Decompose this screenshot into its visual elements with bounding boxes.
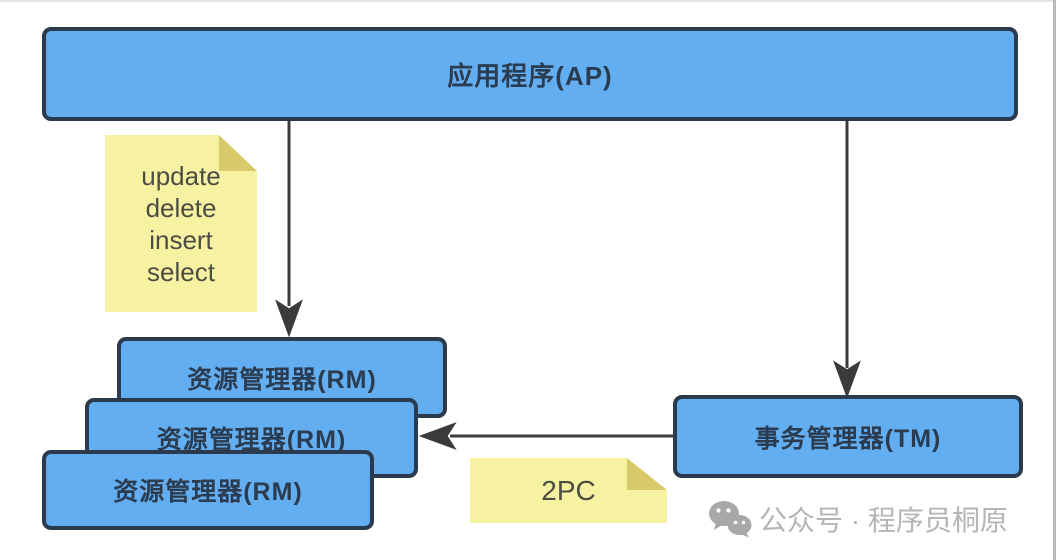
sql-note: update delete insert select <box>105 135 257 312</box>
note-fold-corner <box>219 135 257 171</box>
screen-edge-top <box>0 0 1056 2</box>
ap-box: 应用程序(AP) <box>42 27 1018 121</box>
sql-note-line: insert <box>149 224 213 255</box>
watermark: 公众号 · 程序员桐原 <box>708 498 1018 540</box>
tm-box: 事务管理器(TM) <box>673 395 1023 478</box>
tm-box-label: 事务管理器(TM) <box>754 424 942 453</box>
arrow-tm-to-rm <box>418 422 673 450</box>
pc-note-label: 2PC <box>541 474 596 506</box>
note-fold-corner <box>627 458 667 490</box>
screen-edge-right <box>1053 0 1056 560</box>
sql-note-line: update <box>141 160 221 191</box>
rm-box-label: 资源管理器(RM) <box>113 478 303 506</box>
arrow-ap-to-tm <box>833 121 861 399</box>
watermark-text: 公众号 · 程序员桐原 <box>759 505 1008 536</box>
pc-note: 2PC <box>470 458 667 523</box>
wechat-icon <box>709 501 752 538</box>
ap-box-label: 应用程序(AP) <box>447 60 613 91</box>
sql-note-line: delete <box>145 192 217 223</box>
rm-box-label: 资源管理器(RM) <box>156 426 347 454</box>
arrow-ap-to-rm <box>275 121 303 338</box>
sql-note-line: select <box>147 256 215 287</box>
rm-box-front: 资源管理器(RM) <box>42 450 374 530</box>
rm-box-label: 资源管理器(RM) <box>187 365 377 394</box>
